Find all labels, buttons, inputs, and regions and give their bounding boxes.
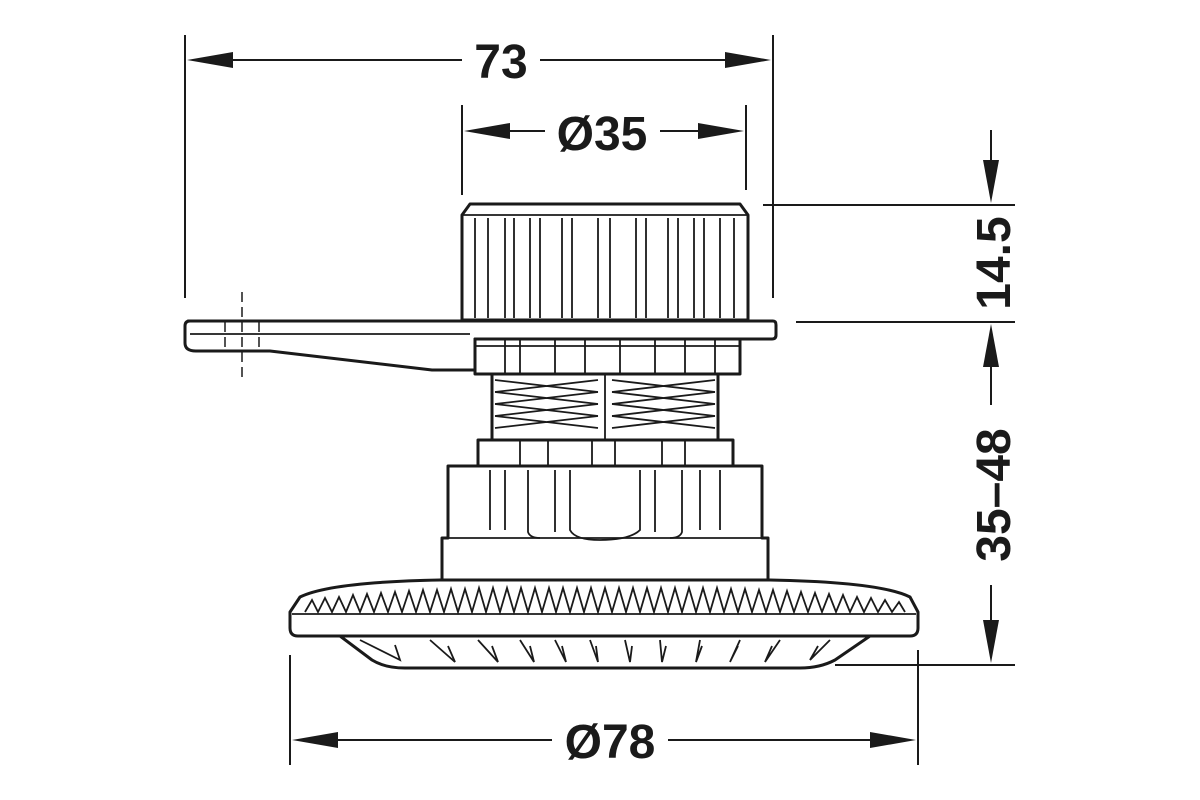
mounting-plate	[183, 292, 778, 382]
knob-ribs	[474, 218, 735, 318]
dimension-knob-height: 14.5	[763, 130, 1021, 367]
dimension-base-diameter: Ø78	[289, 650, 919, 769]
base-foot	[338, 634, 872, 670]
base-diameter-label: Ø78	[565, 716, 656, 769]
knob-height-label: 14.5	[968, 216, 1021, 309]
lock-nut	[473, 337, 742, 376]
adjustment-knob	[460, 202, 750, 322]
spindle-collar	[476, 438, 735, 468]
knob-diameter-label: Ø35	[557, 108, 648, 161]
foot-ribs	[359, 639, 831, 663]
overall-width-label: 73	[474, 36, 527, 89]
threaded-spindle	[490, 372, 720, 442]
base-disc	[288, 578, 920, 638]
dimension-overall-width: 73	[184, 35, 774, 298]
adjust-range-label: 35–48	[968, 428, 1021, 561]
thread-lines	[494, 379, 716, 429]
housing	[440, 464, 770, 584]
dimension-adjust-range: 35–48	[835, 367, 1021, 666]
serration-teeth	[292, 584, 916, 616]
dimension-knob-diameter: Ø35	[461, 105, 747, 195]
